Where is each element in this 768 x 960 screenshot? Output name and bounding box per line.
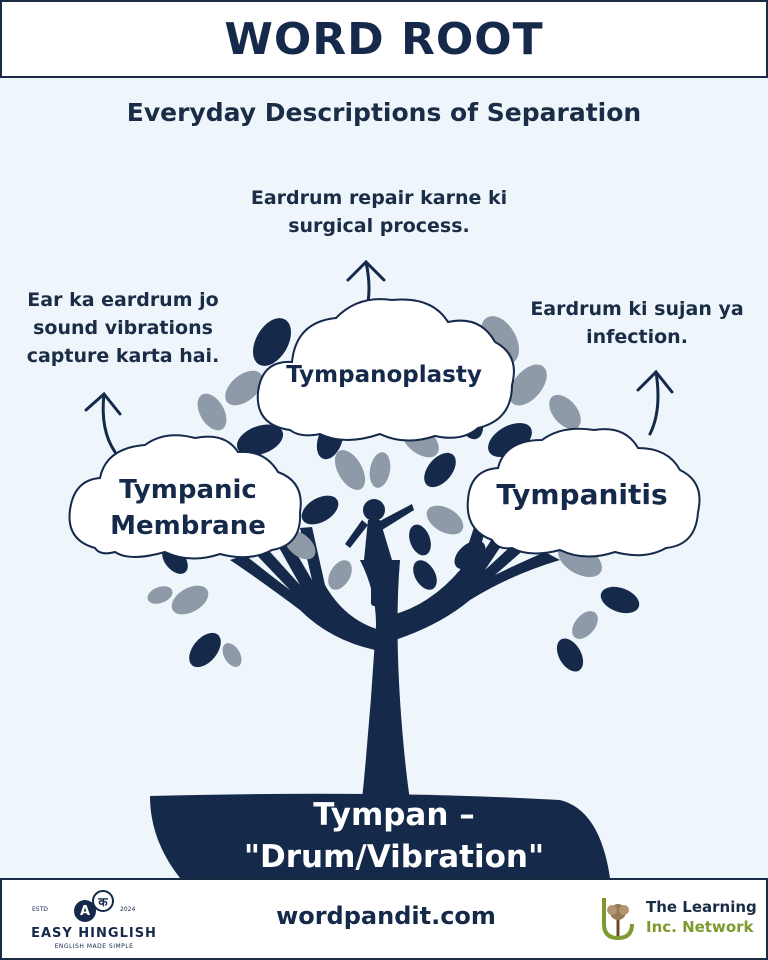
child-silhouette — [345, 499, 414, 606]
header-banner: WORD ROOT — [0, 0, 768, 78]
cloud-top — [256, 298, 515, 442]
root-word: Tympan – — [313, 797, 475, 833]
ground-mound — [150, 793, 610, 878]
site-link[interactable]: wordpandit.com — [276, 902, 496, 930]
page-title: WORD ROOT — [224, 13, 544, 65]
up-arrow-icon — [636, 369, 674, 436]
brand-tagline: ENGLISH MADE SIMPLE — [54, 943, 134, 950]
description-right: Eardrum ki sujan ya infection. — [530, 298, 744, 348]
estd-label: ESTD — [32, 906, 48, 913]
logo-letter-ka: क — [92, 890, 114, 912]
tree-illustration — [68, 259, 701, 878]
root-meaning: "Drum/Vibration" — [243, 839, 545, 875]
description-top: Eardrum repair karne ki surgical process… — [250, 187, 508, 237]
brand-name: EASY HINGLISH — [31, 926, 157, 941]
network-name-line1: The Learning — [646, 898, 757, 916]
description-left: Ear ka eardrum jo sound vibrations captu… — [26, 289, 220, 367]
subtitle: Everyday Descriptions of Separation — [126, 98, 642, 127]
learning-network-logo: The Learning Inc. Network — [600, 894, 760, 946]
network-name-line2: Inc. Network — [646, 918, 754, 936]
root-label: Tympan – "Drum/Vibration" — [220, 794, 568, 878]
cloud-label-right: Tympanitis — [496, 478, 668, 511]
cloud-label-left: Tympanic Membrane — [110, 475, 266, 541]
footer: ESTD A क 2024 EASY HINGLISH ENGLISH MADE… — [0, 878, 768, 960]
cloud-left — [68, 434, 302, 560]
year-label: 2024 — [120, 906, 136, 913]
logo-letter-a: A — [74, 900, 96, 922]
up-arrow-icon — [84, 391, 122, 454]
cloud-right — [466, 427, 701, 558]
learning-tree-icon — [602, 898, 634, 940]
easy-hinglish-logo: ESTD A क 2024 EASY HINGLISH ENGLISH MADE… — [28, 886, 158, 956]
cloud-label-top: Tympanoplasty — [286, 362, 482, 388]
